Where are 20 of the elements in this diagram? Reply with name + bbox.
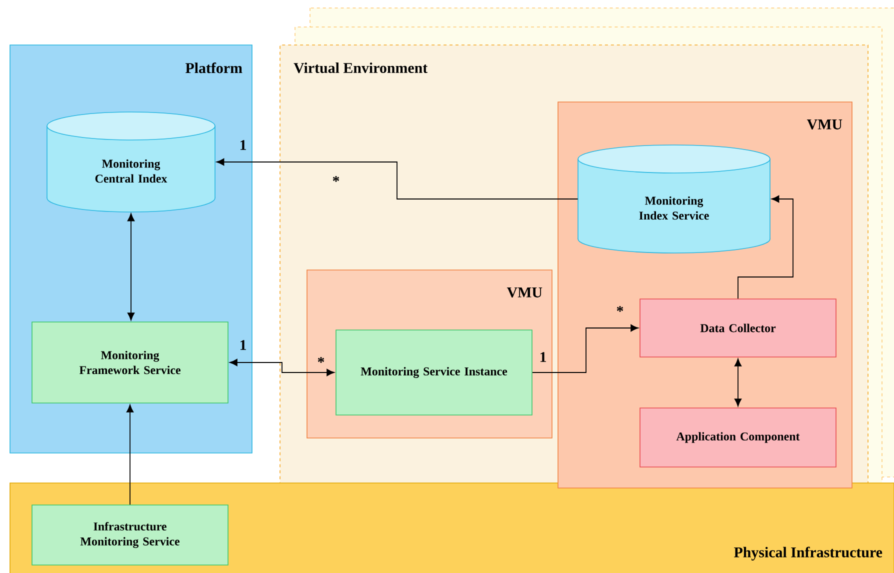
- multiplicity-label: 1: [540, 352, 546, 362]
- multiplicity-label: *: [318, 357, 324, 363]
- database-cylinder: Monitoring Index Service: [578, 144, 770, 254]
- arrow: [216, 158, 578, 200]
- process-box: Monitoring Service Instance: [336, 330, 532, 416]
- multiplicity-label: *: [332, 176, 340, 182]
- arrow: [734, 358, 742, 406]
- multiplicity-label: *: [616, 306, 624, 312]
- multiplicity-label: 1: [240, 340, 246, 350]
- process-box: Data Collector: [640, 298, 836, 358]
- arrow: [738, 195, 794, 300]
- arrow: [532, 324, 638, 373]
- process-box: Monitoring Framework Service: [32, 322, 228, 404]
- multiplicity-label: 1: [240, 140, 246, 150]
- arrow: [127, 213, 135, 320]
- process-box: Application Component: [640, 408, 836, 468]
- process-box: Infrastructure Monitoring Service: [32, 504, 228, 566]
- arrow: [230, 358, 334, 376]
- database-cylinder: Monitoring Central Index: [46, 112, 216, 212]
- arrow: [126, 404, 134, 506]
